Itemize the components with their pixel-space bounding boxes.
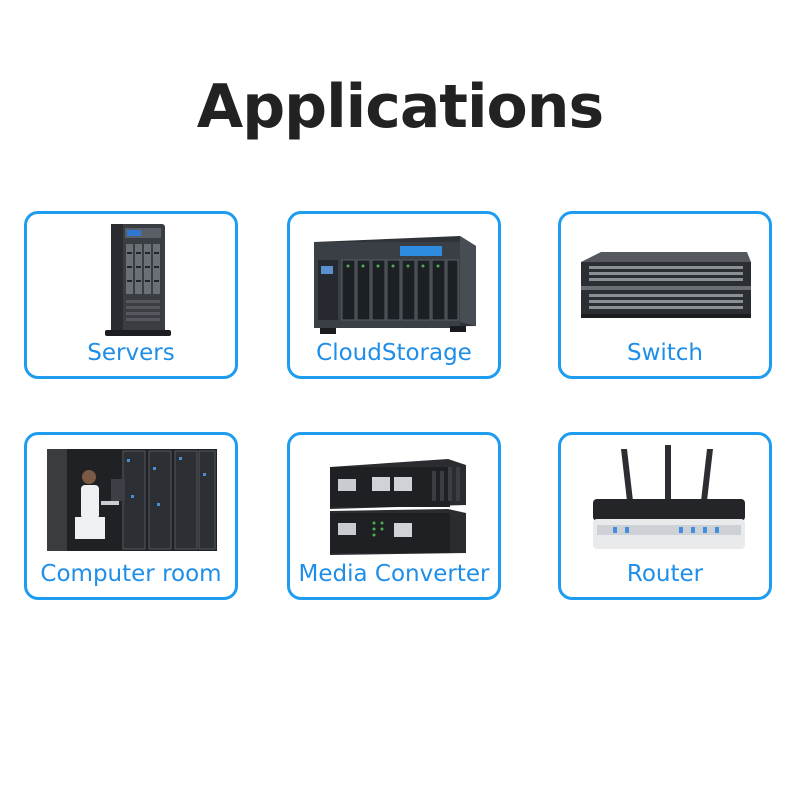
nas-storage-image [290, 222, 498, 342]
server-room-photo [27, 443, 235, 563]
tower-server-image [27, 222, 235, 342]
application-card-media-converter[interactable]: Media Converter [287, 432, 501, 600]
rack-switch-image [561, 222, 769, 342]
application-card-switch[interactable]: Switch [558, 211, 772, 379]
application-card-router[interactable]: Router [558, 432, 772, 600]
card-label: Router [626, 561, 704, 587]
card-label: CloudStorage [316, 340, 472, 366]
card-label: Switch [626, 340, 704, 366]
card-label: Servers [87, 340, 175, 366]
media-converter-image [290, 443, 498, 563]
application-card-servers[interactable]: Servers [24, 211, 238, 379]
application-card-cloudstorage[interactable]: CloudStorage [287, 211, 501, 379]
card-label: Computer room [40, 561, 222, 587]
wifi-router-image [561, 443, 769, 563]
application-card-computer-room[interactable]: Computer room [24, 432, 238, 600]
page-title: Applications [196, 72, 604, 142]
card-label: Media Converter [298, 561, 490, 587]
